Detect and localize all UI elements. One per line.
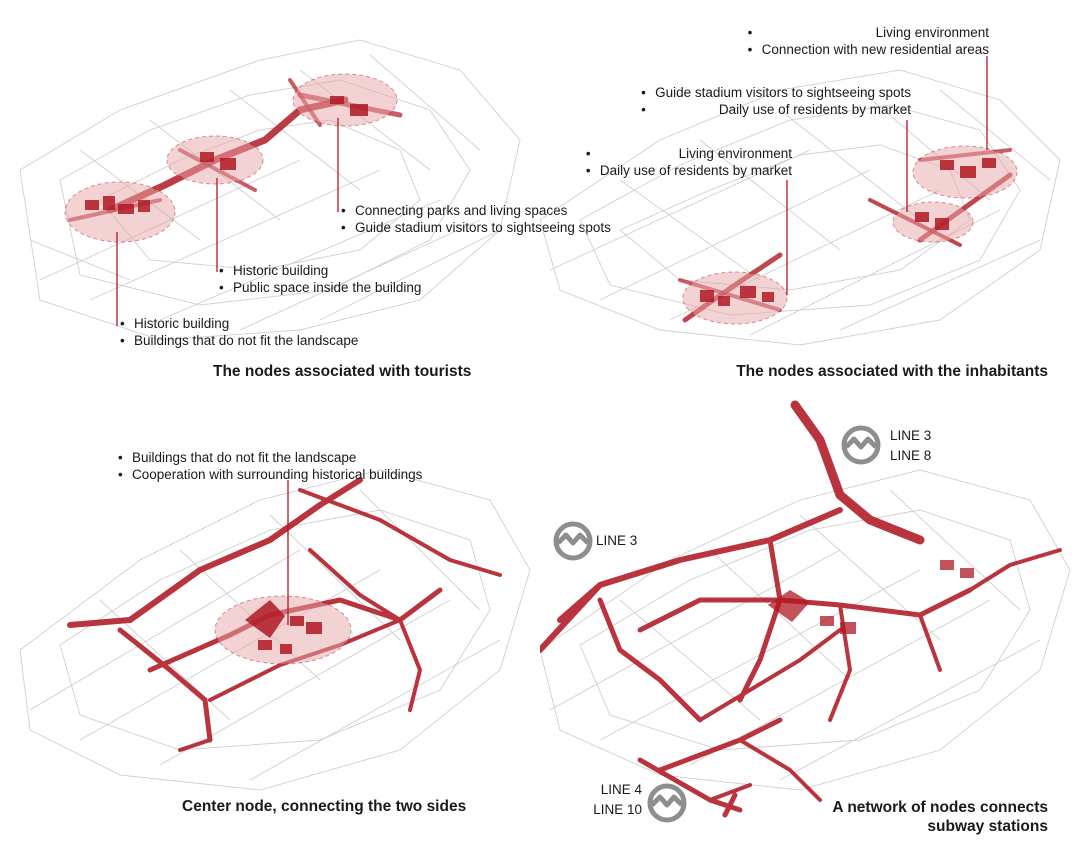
node-circles <box>64 73 398 243</box>
note-item: Living environment <box>748 25 989 42</box>
caption-line: subway stations <box>927 818 1048 835</box>
note-center-buildings: Buildings that do not fit the landscape … <box>118 450 422 483</box>
note-item: Buildings that do not fit the landscape <box>118 450 422 467</box>
panel-network: LINE 3 LINE 8 LINE 3 LINE 4 LINE 10 A ne… <box>540 400 1080 851</box>
metro-label: LINE 3 <box>596 531 637 551</box>
metro-line: LINE 4 <box>600 782 642 797</box>
metro-station-lines-4-10: LINE 4 LINE 10 <box>590 778 690 828</box>
node-buildings <box>245 600 322 654</box>
note-item: Historic building <box>219 263 421 280</box>
node-circles <box>214 595 352 665</box>
metro-label: LINE 3 LINE 8 <box>890 426 931 466</box>
note-item: Connection with new residential areas <box>748 42 989 59</box>
metro-label: LINE 4 LINE 10 <box>593 780 642 820</box>
note-item: Connecting parks and living spaces <box>341 203 611 220</box>
note-living-residential: Living environment Connection with new r… <box>748 25 989 58</box>
leader-lines <box>116 118 339 326</box>
caption-center: Center node, connecting the two sides <box>182 798 467 815</box>
node-buildings <box>700 158 996 306</box>
note-item: Guide stadium visitors to sightseeing sp… <box>641 85 911 102</box>
note-item: Cooperation with surrounding historical … <box>118 467 422 484</box>
metro-station-lines-3-8: LINE 3 LINE 8 <box>840 422 940 472</box>
caption-tourists: The nodes associated with tourists <box>213 363 472 380</box>
network-roads <box>540 400 1062 818</box>
node-buildings <box>85 96 368 214</box>
metro-logo-icon <box>647 783 687 823</box>
panel-inhabitants: Living environment Connection with new r… <box>540 0 1080 400</box>
note-living-market: Living environment Daily use of resident… <box>586 146 792 179</box>
map-center <box>19 469 531 791</box>
note-historic-landscape: Historic building Buildings that do not … <box>120 316 358 349</box>
metro-line: LINE 3 <box>890 428 932 443</box>
note-item: Historic building <box>120 316 358 333</box>
note-item: Guide stadium visitors to sightseeing sp… <box>341 220 611 237</box>
caption-inhabitants: The nodes associated with the inhabitant… <box>736 363 1048 380</box>
metro-line: LINE 10 <box>593 802 642 817</box>
city-blocks <box>540 469 1071 791</box>
map-network <box>540 400 1071 818</box>
metro-line: LINE 8 <box>890 448 932 463</box>
note-stadium-market: Guide stadium visitors to sightseeing sp… <box>641 85 911 118</box>
caption-network: A network of nodes connects subway stati… <box>832 798 1048 836</box>
panel-tourists: Connecting parks and living spaces Guide… <box>0 0 611 400</box>
note-item: Public space inside the building <box>219 280 421 297</box>
node-buildings <box>768 560 974 634</box>
metro-station-line-3: LINE 3 <box>552 520 662 564</box>
note-item: Living environment <box>586 146 792 163</box>
note-item: Buildings that do not fit the landscape <box>120 333 358 350</box>
note-item: Daily use of residents by market <box>586 163 792 180</box>
panel-center: Buildings that do not fit the landscape … <box>0 420 540 851</box>
caption-line: A network of nodes connects <box>832 799 1048 816</box>
metro-line: LINE 3 <box>596 533 638 548</box>
note-item: Daily use of residents by market <box>641 102 911 119</box>
note-historic-public: Historic building Public space inside th… <box>219 263 421 296</box>
leader-lines <box>786 56 988 295</box>
metro-logo-icon <box>841 425 881 465</box>
metro-logo-icon <box>553 521 593 561</box>
note-parks-stadium: Connecting parks and living spaces Guide… <box>341 203 611 236</box>
map-inhabitants <box>540 56 1061 346</box>
